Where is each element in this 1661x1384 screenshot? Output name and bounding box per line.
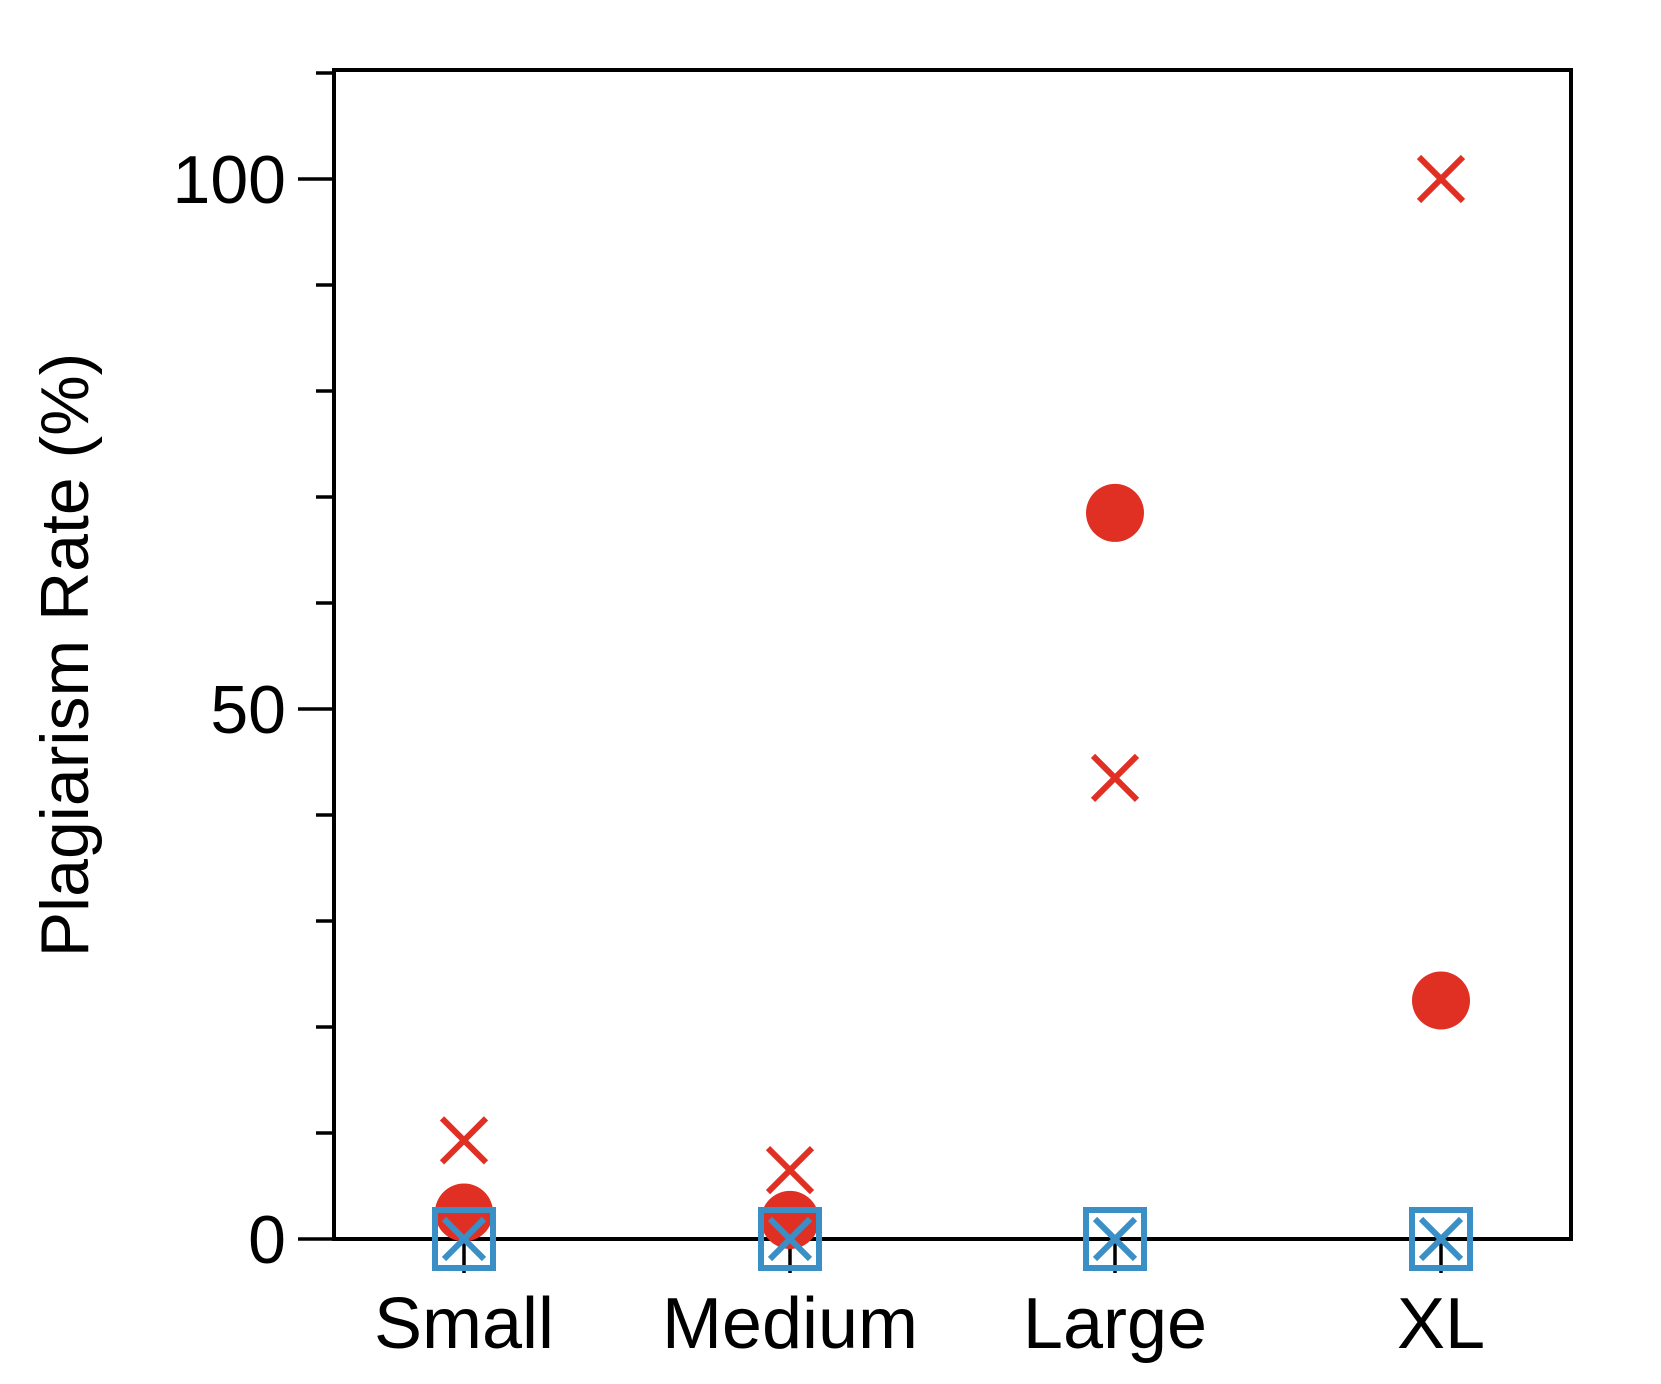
- data-point-x: [1416, 154, 1466, 204]
- data-point-square: [758, 1207, 822, 1271]
- x-tick-label: Small: [374, 1284, 554, 1364]
- data-point-x: [765, 1145, 815, 1195]
- data-point-x: [1092, 1216, 1138, 1262]
- plot-marks: [432, 154, 1473, 1271]
- y-tick-label: 50: [210, 672, 286, 748]
- data-point-x: [1090, 753, 1140, 803]
- data-point-square: [432, 1207, 496, 1271]
- data-point-x: [439, 1116, 489, 1165]
- y-tick-label: 0: [248, 1202, 286, 1278]
- axes: [298, 68, 1573, 1273]
- x-tick-label: Medium: [662, 1284, 918, 1364]
- data-point-square: [1083, 1207, 1147, 1271]
- data-point-x: [767, 1216, 813, 1262]
- y-axis-title: Plagiarism Rate (%): [27, 353, 103, 958]
- data-point-x: [441, 1216, 487, 1262]
- data-point-square: [1409, 1207, 1473, 1271]
- y-tick-label: 100: [173, 142, 286, 218]
- data-point-circle: [1412, 971, 1470, 1030]
- data-point-circle: [1086, 483, 1144, 542]
- plot-frame: [332, 68, 1573, 1241]
- data-point-x: [1418, 1216, 1464, 1262]
- data-point-circle: [761, 1190, 819, 1249]
- x-tick-label: Large: [1023, 1284, 1207, 1364]
- x-tick-label: XL: [1397, 1284, 1485, 1364]
